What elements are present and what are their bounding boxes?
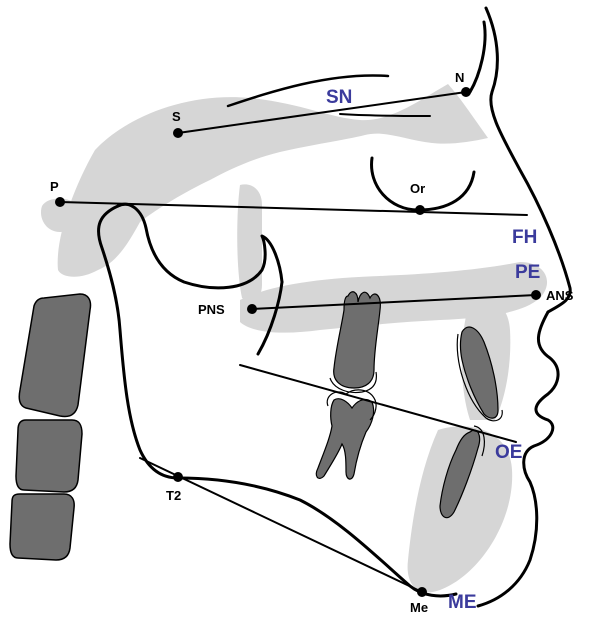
cervical-vertebrae — [10, 294, 91, 560]
vertebra-upper — [19, 294, 90, 417]
point-t2 — [173, 472, 183, 482]
label-p: P — [50, 179, 59, 194]
point-me — [417, 587, 427, 597]
label-fh: FH — [512, 227, 537, 248]
vertebra-middle — [16, 420, 82, 492]
point-n — [461, 87, 471, 97]
label-pns: PNS — [198, 302, 225, 317]
point-or — [415, 205, 425, 215]
label-sn: SN — [326, 87, 352, 108]
point-ans — [531, 290, 541, 300]
label-s: S — [172, 109, 181, 124]
point-s — [173, 128, 183, 138]
label-pe: PE — [515, 262, 540, 283]
label-me-line: ME — [448, 592, 477, 613]
label-or: Or — [410, 181, 425, 196]
label-t2: T2 — [166, 488, 181, 503]
ramus-posterior — [99, 206, 456, 596]
point-pns — [247, 304, 257, 314]
vertebra-lower — [10, 494, 74, 560]
label-oe: OE — [495, 442, 522, 463]
label-n: N — [455, 70, 464, 85]
label-ans: ANS — [546, 288, 574, 303]
point-p — [55, 197, 65, 207]
lower-molar — [316, 399, 373, 479]
nasal-bone-line — [470, 22, 485, 92]
label-me: Me — [410, 600, 428, 615]
